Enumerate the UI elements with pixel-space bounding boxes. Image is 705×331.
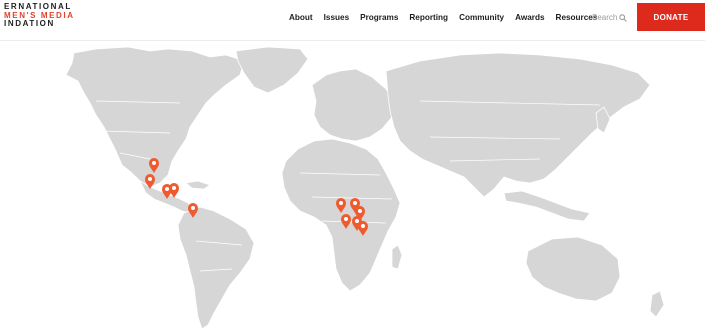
world-map <box>65 46 665 330</box>
location-pin-icon[interactable] <box>149 158 159 173</box>
nav-programs[interactable]: Programs <box>360 13 399 22</box>
nav-resources[interactable]: Resources <box>555 13 598 22</box>
new-zealand <box>649 290 665 318</box>
nav-community[interactable]: Community <box>459 13 505 22</box>
nav-about[interactable]: About <box>289 13 313 22</box>
south-america <box>177 206 255 330</box>
search-label: Search <box>592 13 618 22</box>
main-nav: About Issues Programs Reporting Communit… <box>289 13 597 22</box>
north-america <box>65 46 245 188</box>
location-pins <box>145 158 368 236</box>
logo-line-2: MEN'S MEDIA <box>4 10 75 20</box>
location-pin-icon[interactable] <box>169 183 179 198</box>
land-masses <box>65 46 665 330</box>
location-pin-icon[interactable] <box>355 206 365 221</box>
location-pin-icon[interactable] <box>352 216 362 231</box>
site-logo[interactable]: ERNATIONAL MEN'S MEDIA INDATION <box>4 2 75 29</box>
caribbean <box>185 180 211 190</box>
africa <box>281 138 401 292</box>
southeast-asia <box>503 190 591 222</box>
location-pin-icon[interactable] <box>145 174 155 189</box>
madagascar <box>391 244 403 270</box>
site-header: ERNATIONAL MEN'S MEDIA INDATION About Is… <box>0 0 705 41</box>
nav-issues[interactable]: Issues <box>323 13 350 22</box>
greenland <box>235 46 309 94</box>
logo-line-1: ERNATIONAL <box>4 2 72 11</box>
location-pin-icon[interactable] <box>358 221 368 236</box>
search-icon <box>619 13 628 22</box>
location-pin-icon[interactable] <box>350 198 360 213</box>
australia <box>525 236 621 302</box>
location-pin-icon[interactable] <box>341 214 351 229</box>
search-link[interactable]: Search <box>592 13 628 22</box>
location-pin-icon[interactable] <box>336 198 346 213</box>
logo-line-3: INDATION <box>4 19 55 28</box>
nav-reporting[interactable]: Reporting <box>409 13 449 22</box>
nav-awards[interactable]: Awards <box>515 13 545 22</box>
location-pin-icon[interactable] <box>188 203 198 218</box>
asia <box>385 52 651 198</box>
europe <box>311 68 397 142</box>
japan <box>595 106 611 134</box>
donate-button[interactable]: DONATE <box>637 3 705 31</box>
